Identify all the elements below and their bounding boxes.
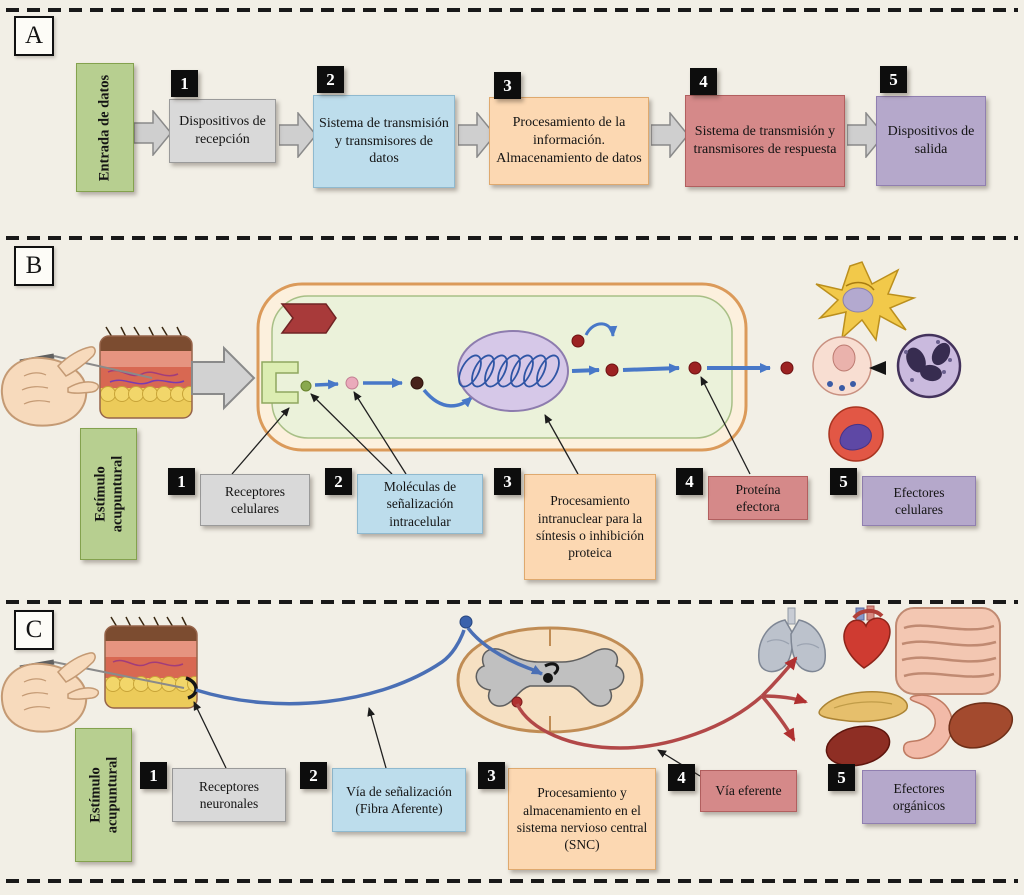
panel-a-step4-number: 4 [690,68,717,95]
stomach-icon [902,694,953,760]
panel-a-step5-box: Dispositivos de salida [876,96,986,186]
afferent-fiber [195,615,543,706]
hand-needle-icon-c [0,652,185,733]
skin-cross-section-b [99,326,193,419]
panel-b-letter: B [14,246,54,286]
panel-b-step2-box: Moléculas de señalización intracelular [357,474,483,534]
panel-c-step3-box: Procesamiento y almacenamiento en el sis… [508,768,656,870]
panel-b-stimulus-box: Estímulo acupuntural [80,428,137,560]
liver-icon [948,702,1014,749]
panel-c-step1-number: 1 [140,762,167,789]
panel-c-stimulus-label: Estímulo acupuntural [86,756,120,834]
efferent-fiber [515,656,808,750]
panel-b-step5-number: 5 [830,468,857,495]
panel-c-stimulus-box: Estímulo acupuntural [75,728,132,862]
panel-c-step2-number: 2 [300,762,327,789]
panel-c-step4-number: 4 [668,764,695,791]
panel-b-step1-number: 1 [168,468,195,495]
dashed-line-top [6,8,1018,12]
panel-a-step1-box: Dispositivos de recepción [169,99,276,163]
pointer-arrows-b [231,376,751,475]
panel-a-letter: A [14,16,54,56]
flow-arrow-a4 [651,112,689,158]
panel-b-stimulus-label: Estímulo acupuntural [91,455,125,533]
flow-arrow-a5 [847,112,885,158]
skin-cross-section-c [104,616,198,709]
dashed-line-a-b [6,236,1018,240]
panel-a-step3-number: 3 [494,72,521,99]
flow-arrow-a1 [134,110,172,156]
panel-a-step2-number: 2 [317,66,344,93]
panel-c-step2-box: Vía de señalización (Fibra Aferente) [332,768,466,832]
intestines-icon [895,607,1001,695]
panel-a-step5-number: 5 [880,66,907,93]
panel-a-step3-box: Procesamiento de la información. Almacen… [489,97,649,185]
panel-b-illustration [0,261,962,475]
panel-a-step1-number: 1 [171,70,198,97]
panel-c-step5-number: 5 [828,764,855,791]
neural-receptor-icon [185,676,198,700]
panel-a-input-label: Entrada de datos [96,74,113,181]
cell-pointer-arrow-icon [869,361,886,375]
effector-protein-chain [571,322,794,377]
membrane-receptor-icon [261,361,299,404]
flow-arrow-a3 [458,112,496,158]
panel-c-step5-box: Efectores orgánicos [862,770,976,824]
mast-cell-icon [812,336,872,396]
panel-c-step3-number: 3 [478,762,505,789]
flow-arrow-a2 [279,112,317,158]
pancreas-icon [818,691,908,723]
ganglion-dot-icon [459,615,473,629]
monocyte-icon [828,406,884,462]
panel-c-illustration [0,605,1014,777]
panel-b-step2-number: 2 [325,468,352,495]
heart-icon [843,605,891,669]
panel-a-step4-box: Sistema de transmisión y transmisores de… [685,95,845,187]
nucleus-icon [457,330,569,412]
neutrophil-icon [896,333,962,399]
panel-a-step2-box: Sistema de transmisión y transmisores de… [313,95,455,188]
ligand-banner-icon [280,303,337,334]
signaling-cascade [300,376,474,408]
dna-coil-icon [458,354,560,388]
panel-b-step4-number: 4 [676,468,703,495]
spleen-icon [825,725,891,767]
stimulus-arrow-b [191,345,256,411]
panel-c-letter: C [14,610,54,650]
panel-a-input-box: Entrada de datos [76,63,134,192]
dashed-line-bottom [6,879,1018,883]
panel-c-step4-box: Vía eferente [700,770,797,812]
hand-needle-icon-b [0,346,153,427]
panel-b-step5-box: Efectores celulares [862,476,976,526]
panel-b-step3-number: 3 [494,468,521,495]
dashed-line-b-c [6,600,1018,604]
dendritic-cell-icon [815,261,917,342]
panel-b-step3-box: Procesamiento intranuclear para la sínte… [524,474,656,580]
panel-c-step1-box: Receptores neuronales [172,768,286,822]
panel-b-step1-box: Receptores celulares [200,474,310,526]
panel-b-step4-box: Proteína efectora [708,476,808,520]
